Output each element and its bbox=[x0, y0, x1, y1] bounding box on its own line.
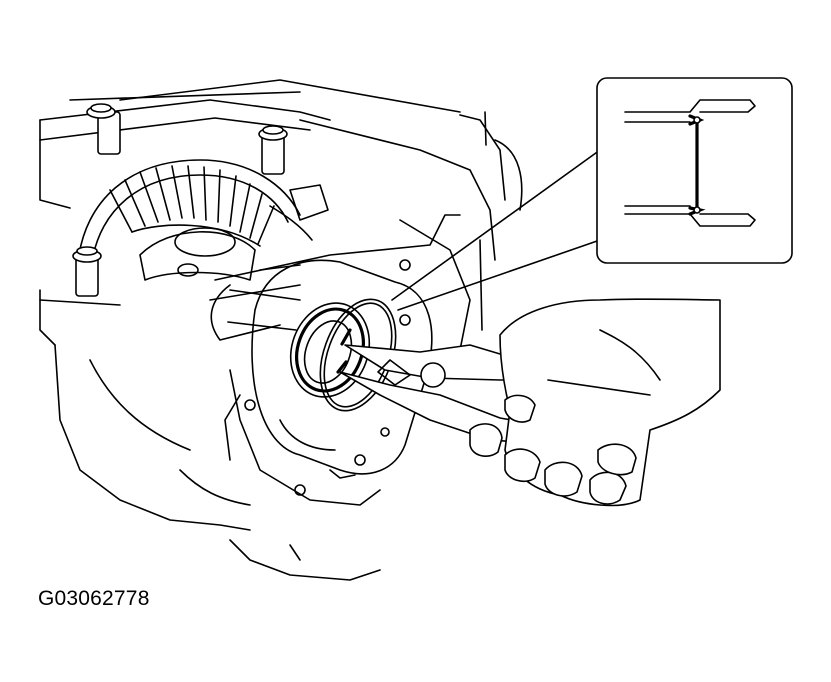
differential-ring-gear bbox=[77, 159, 313, 281]
callout-leader bbox=[391, 149, 601, 311]
hand bbox=[469, 298, 721, 507]
transaxle-housing bbox=[39, 79, 523, 581]
extension-housing-flange bbox=[209, 214, 471, 506]
callout-box bbox=[596, 77, 793, 264]
bolt-left-lower bbox=[72, 246, 102, 297]
output-shaft-bore bbox=[227, 289, 371, 398]
bracket-block bbox=[289, 184, 329, 221]
bolt-left-top bbox=[86, 103, 121, 155]
figure-id-label: G03062778 bbox=[38, 587, 150, 610]
bolt-right-top bbox=[258, 125, 288, 175]
